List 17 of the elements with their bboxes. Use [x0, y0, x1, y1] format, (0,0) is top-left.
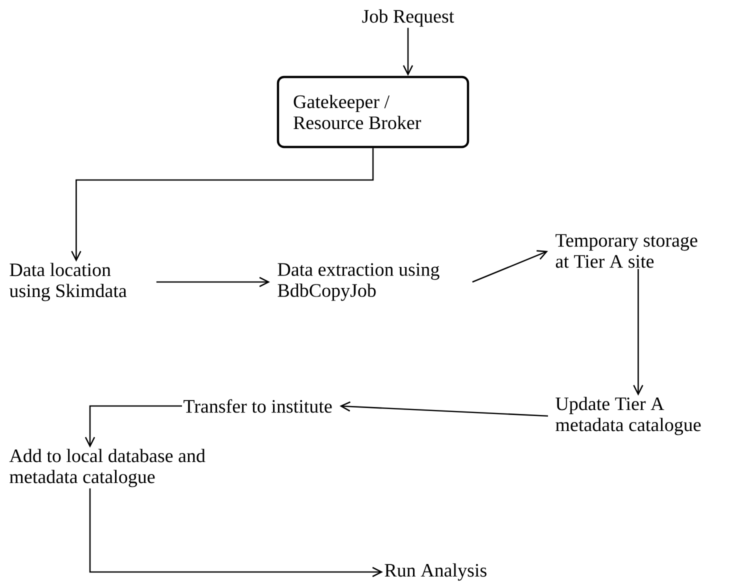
step-text: Run Analysis [384, 563, 486, 581]
process-box: Gatekeeper / Resource Broker [276, 76, 470, 148]
step-text: Add to local database and metadata catalogue [9, 448, 206, 488]
arrow [633, 269, 644, 396]
arrow [156, 276, 270, 288]
arrow [84, 405, 182, 448]
step-text: Data extraction using BdbCopyJob [278, 263, 440, 301]
arrow [472, 250, 548, 283]
step-text: Temporary storage at Tier A site [556, 234, 698, 268]
arrow [71, 148, 374, 262]
arrow [340, 401, 548, 417]
step-text: Data location using Skimdata [9, 262, 127, 302]
arrow [89, 488, 383, 578]
step-text: Transfer to institute [184, 399, 332, 413]
step-text: Job Request [362, 9, 454, 27]
arrow [402, 28, 414, 76]
step-text: Update Tier A metadata catalogue [556, 396, 701, 436]
